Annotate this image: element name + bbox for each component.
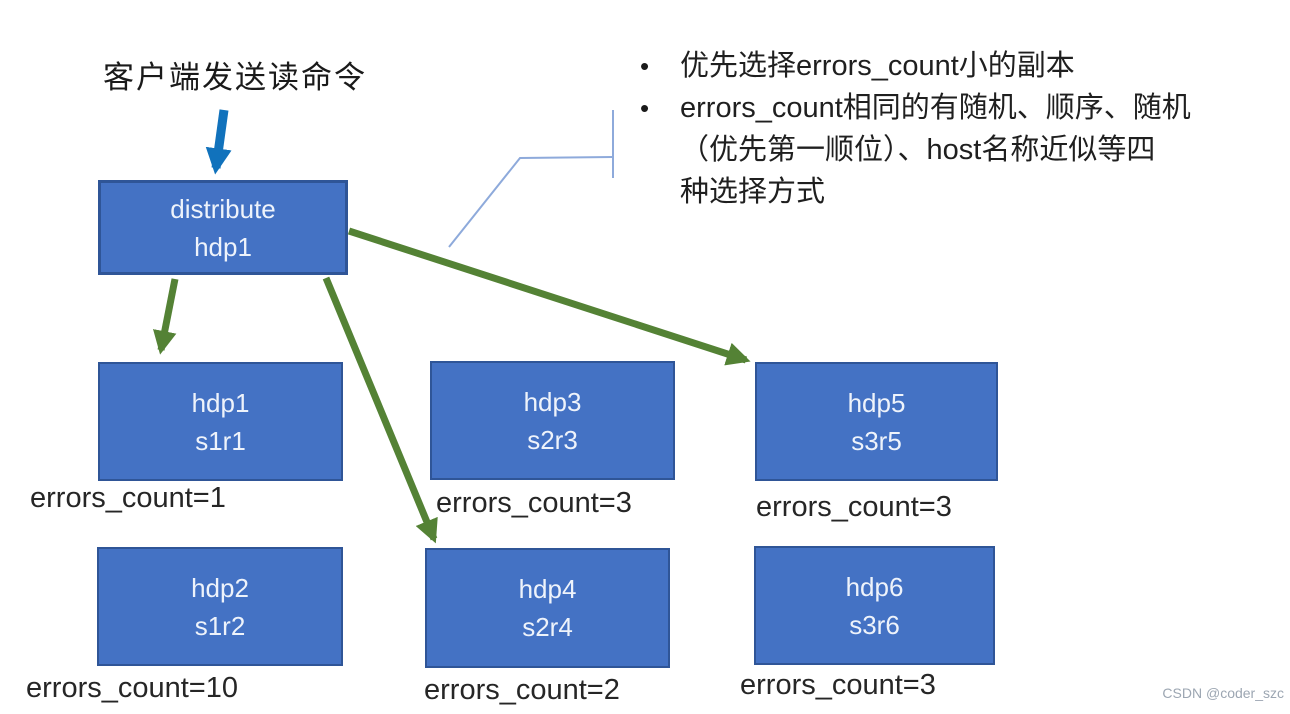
callout-leader-line xyxy=(448,156,614,248)
node-hdp3: hdp3 s2r3 xyxy=(430,361,675,480)
note-bullet-item: errors_count相同的有随机、顺序、随机 （优先第一顺位）、host名称… xyxy=(636,87,1286,213)
notes-list: 优先选择errors_count小的副本 errors_count相同的有随机、… xyxy=(636,45,1286,213)
node-text: hdp1 xyxy=(191,387,250,418)
note-bullet-item: 优先选择errors_count小的副本 xyxy=(636,45,1286,87)
note-line: 种选择方式 xyxy=(680,176,826,208)
note-line: 优先选择errors_count小的副本 xyxy=(680,50,1075,82)
node-hdp4: hdp4 s2r4 xyxy=(425,548,670,668)
errors-count-label-hdp5: errors_count=3 xyxy=(756,491,952,523)
watermark: CSDN @coder_szc xyxy=(1162,685,1284,701)
node-text: s3r6 xyxy=(849,609,900,640)
arrow-distribute-to-hdp1 xyxy=(153,278,179,355)
node-text: s3r5 xyxy=(851,425,902,456)
node-distribute: distribute hdp1 xyxy=(98,180,348,275)
node-hdp6: hdp6 s3r6 xyxy=(754,546,995,665)
node-text: hdp4 xyxy=(518,574,577,604)
bullet-dot-icon xyxy=(636,87,680,129)
node-text: hdp5 xyxy=(847,387,906,418)
node-hdp2: hdp2 s1r2 xyxy=(97,547,343,666)
errors-count-label-hdp2: errors_count=10 xyxy=(26,672,238,704)
arrow-distribute-to-hdp5 xyxy=(347,227,751,366)
errors-count-label-hdp3: errors_count=3 xyxy=(436,487,632,519)
errors-count-label-hdp1: errors_count=1 xyxy=(30,482,226,514)
errors-count-label-hdp6: errors_count=3 xyxy=(740,669,936,701)
node-text: distribute xyxy=(170,193,276,224)
node-text: hdp1 xyxy=(194,231,252,262)
node-text: hdp6 xyxy=(845,571,904,602)
node-text: s2r3 xyxy=(527,424,578,455)
node-text: hdp3 xyxy=(523,386,582,417)
page-title: 客户端发送读命令 xyxy=(103,60,367,95)
note-line: errors_count相同的有随机、顺序、随机 xyxy=(680,92,1191,124)
errors-count-label-hdp4: errors_count=2 xyxy=(424,674,620,706)
node-text: s2r4 xyxy=(522,612,573,642)
arrow-client-to-distribute xyxy=(205,109,232,175)
note-line: （优先第一顺位）、host名称近似等四 xyxy=(680,134,1156,166)
node-hdp5: hdp5 s3r5 xyxy=(755,362,998,481)
node-text: s1r1 xyxy=(195,425,246,456)
node-hdp1: hdp1 s1r1 xyxy=(98,362,343,481)
bullet-dot-icon xyxy=(636,45,680,87)
node-text: hdp2 xyxy=(191,572,249,603)
node-text: s1r2 xyxy=(194,610,246,641)
